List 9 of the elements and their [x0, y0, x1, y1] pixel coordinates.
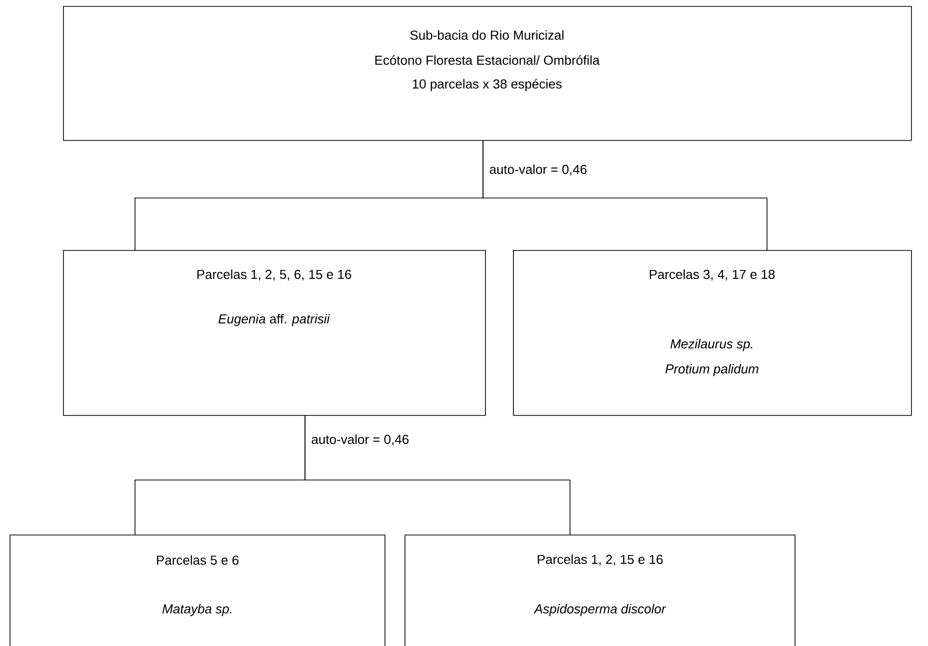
- group-box: Parcelas 3, 4, 17 e 18 Mezilaurus sp. Protium palidum: [513, 250, 912, 416]
- group-box: Sub-bacia do Rio Muricizal Ecótono Floresta Estacional/ Ombrófila 10 parcelas x 38 espécies: [63, 6, 912, 141]
- connector-line: [482, 140, 768, 250]
- group-box: Parcelas 1, 2, 5, 6, 15 e 16 Eugenia aff. patrisii: [63, 250, 486, 416]
- branch-box: Parcelas 1, 2, 15 e 16 Aspidosperma discolor: [404, 534, 796, 646]
- connector-line: [304, 415, 570, 536]
- branch-box: Parcelas 5 e 6 Matayba sp.: [10, 534, 386, 646]
- edge-label: auto-valor = 0,46: [488, 163, 588, 177]
- edge-label: auto-valor = 0,46: [310, 433, 410, 447]
